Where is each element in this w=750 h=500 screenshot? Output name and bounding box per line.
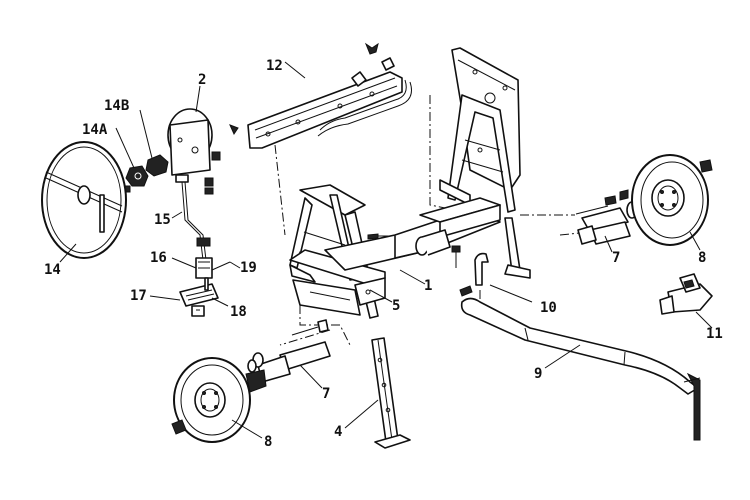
part-9-tow-bar [460, 297, 701, 441]
callout-8-left: 8 [264, 434, 272, 450]
part-14-steering-wheel [41, 141, 127, 259]
callout-7-right: 7 [612, 250, 620, 266]
callout-leaders [59, 61, 713, 439]
part-7-axle-left [245, 319, 331, 393]
frame-rear-mast [439, 47, 521, 213]
callout-14b: 14B [104, 98, 129, 114]
callout-14: 14 [44, 262, 61, 278]
part-11-hitch-coupler [659, 273, 713, 315]
callout-10: 10 [540, 300, 557, 316]
part-16-19-pedal-assembly [179, 257, 231, 317]
part-2-mount-plate [167, 108, 221, 195]
part-1-main-frame [289, 184, 531, 319]
callout-8-right: 8 [698, 250, 706, 266]
callout-15: 15 [154, 212, 171, 228]
callout-2: 2 [198, 72, 206, 88]
callout-11: 11 [706, 326, 723, 342]
part-12-rail-bracket [229, 42, 412, 149]
part-4-stand-leg [371, 337, 411, 449]
part-8-wheel-right [631, 154, 713, 246]
callout-4: 4 [334, 424, 342, 440]
callout-18: 18 [230, 304, 247, 320]
callout-14a: 14A [82, 122, 108, 138]
part-10-pin [459, 252, 489, 297]
callout-1: 1 [424, 278, 432, 294]
part-8-wheel-left [171, 357, 251, 443]
part-7-axle-right [575, 189, 638, 245]
callout-12: 12 [266, 58, 283, 74]
callout-labels: 12 2 14B 14A 14 15 16 17 18 19 1 5 4 7 8… [44, 58, 723, 450]
callout-17: 17 [130, 288, 147, 304]
callout-7-left: 7 [322, 386, 330, 402]
callout-16: 16 [150, 250, 167, 266]
callout-5: 5 [392, 298, 400, 314]
part-15-linkage-rod [175, 174, 211, 261]
callout-9: 9 [534, 366, 542, 382]
callout-19: 19 [240, 260, 257, 276]
